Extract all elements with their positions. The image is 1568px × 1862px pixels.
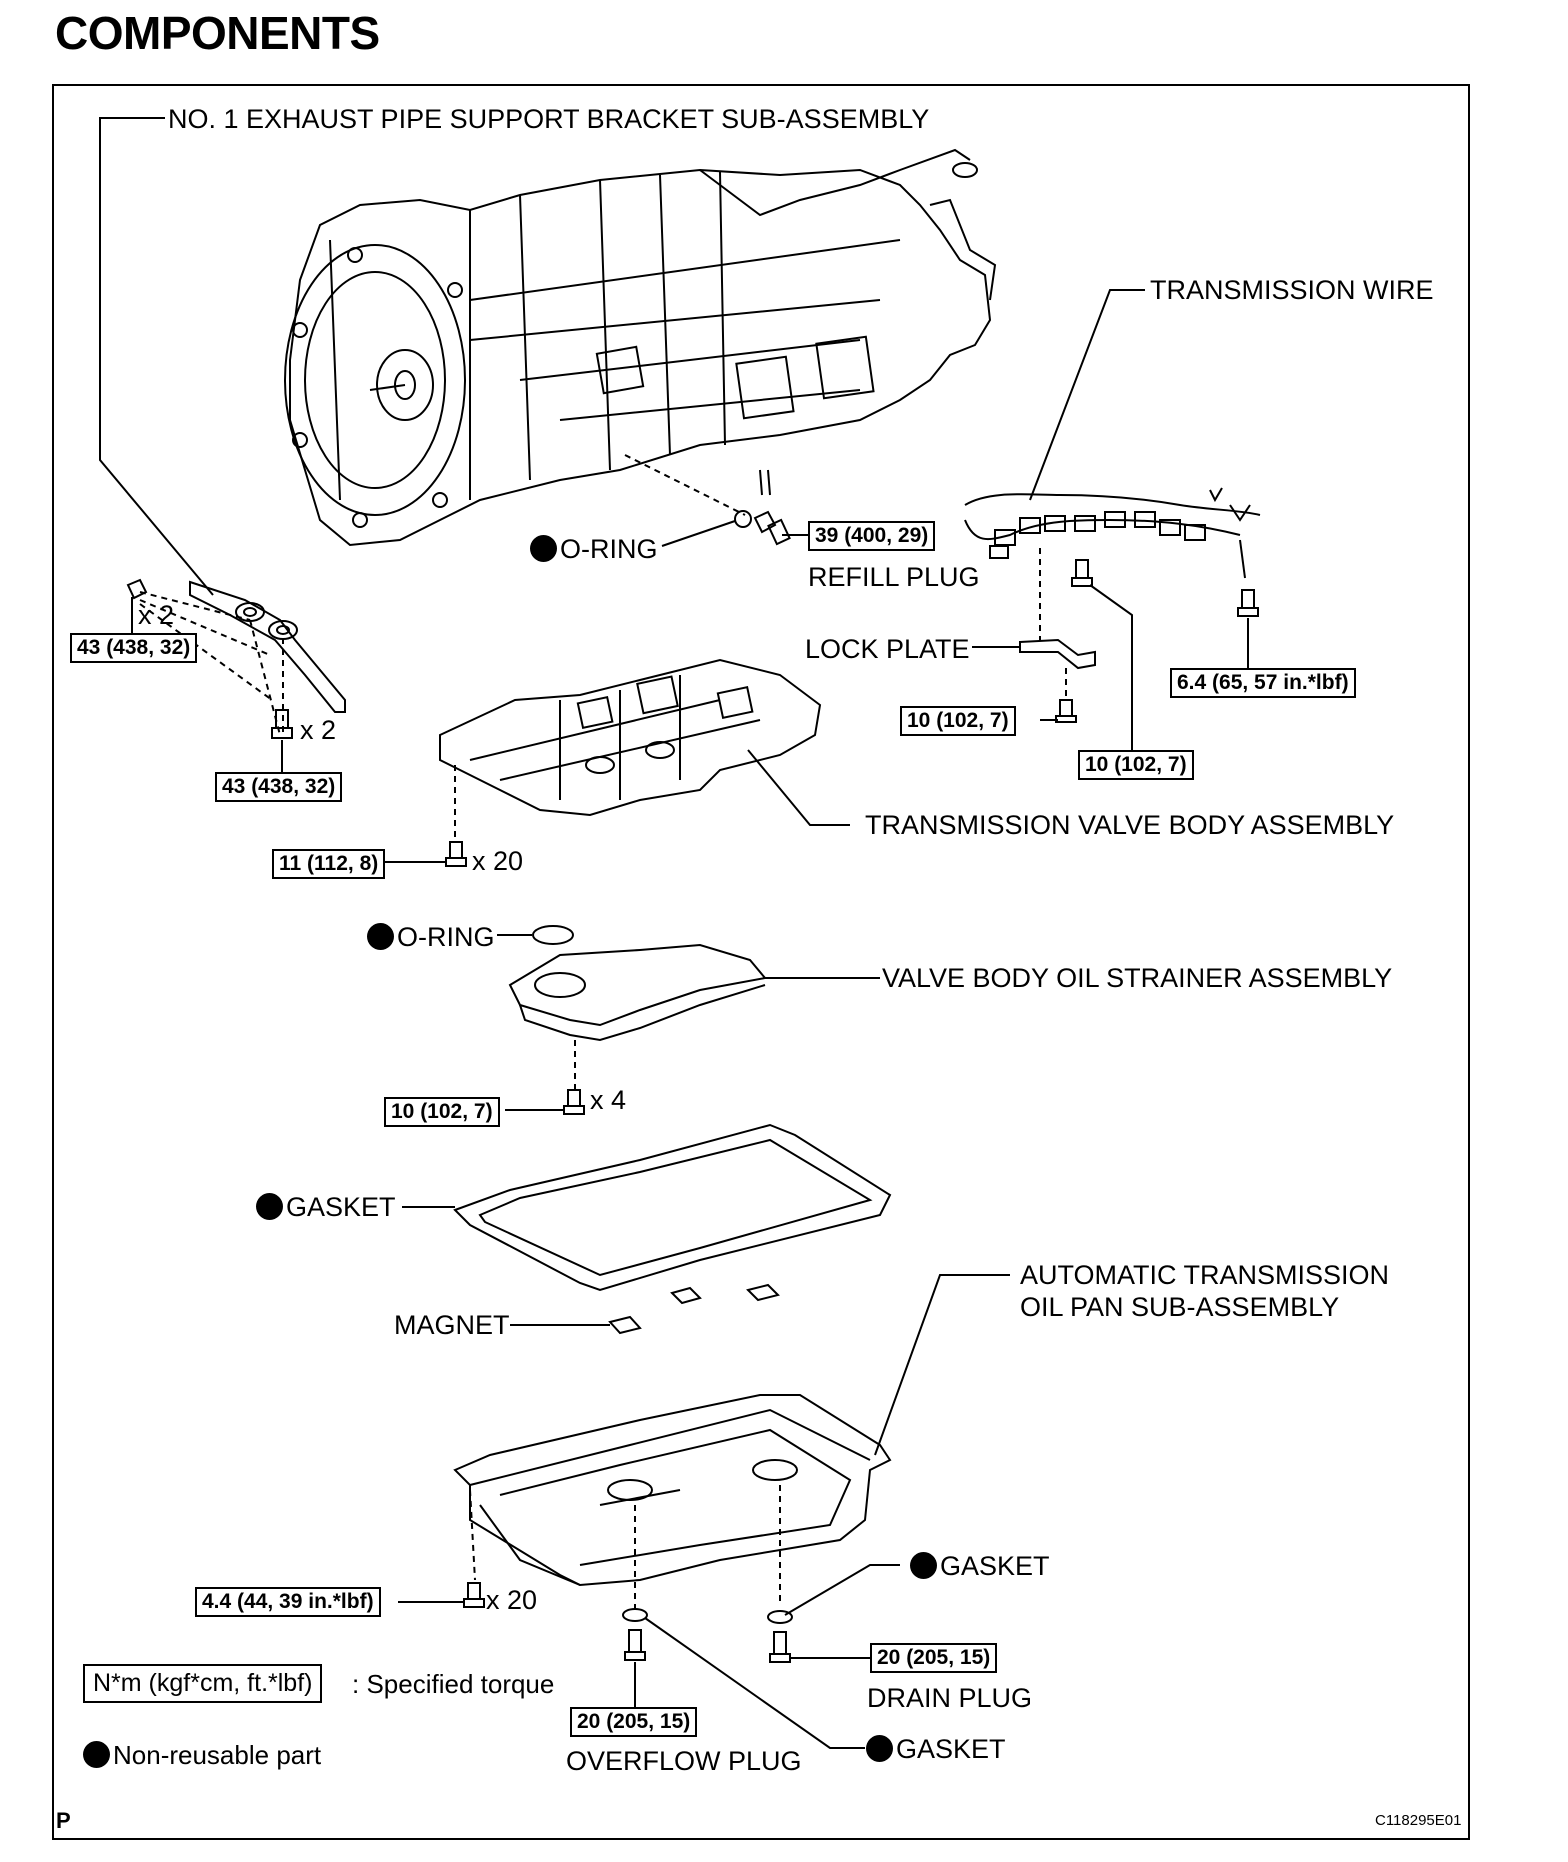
oil-pan-drawing (398, 1274, 1010, 1610)
non-reusable-dot-icon (866, 1735, 893, 1762)
corner-code: P (56, 1808, 71, 1833)
non-reusable-dot-icon (83, 1741, 110, 1768)
transmission-drawing (284, 148, 997, 547)
torque-lock-plate: 10 (102, 7) (900, 706, 1016, 737)
torque-refill-plug: 39 (400, 29) (808, 521, 936, 552)
page-title: COMPONENTS (55, 7, 380, 59)
strainer-drawing (497, 925, 880, 1115)
magnets-drawing (510, 1283, 780, 1335)
oil-pan-label-line2: OIL PAN SUB-ASSEMBLY (1020, 1292, 1340, 1322)
gasket-overflow-label: GASKET (866, 1735, 1006, 1763)
qty-bracket-nut: x 2 (138, 600, 175, 630)
torque-drain-plug: 20 (205, 15) (870, 1643, 998, 1674)
bracket-leader-line (99, 117, 214, 596)
figure-id: C118295E01 (1375, 1812, 1462, 1829)
qty-oil-pan: x 20 (486, 1585, 538, 1615)
exhaust-bracket-drawing (126, 578, 346, 775)
o-ring-strainer-label: O-RING (367, 923, 495, 951)
diagram-frame (52, 84, 1470, 1840)
torque-valve-body: 11 (112, 8) (272, 849, 386, 880)
torque-bracket-nut: 43 (438, 32) (70, 633, 198, 664)
torque-bracket-bolt: 43 (438, 32) (215, 772, 343, 803)
oil-pan-label-line1: AUTOMATIC TRANSMISSION (1020, 1260, 1390, 1290)
transmission-wire-drawing (964, 487, 1261, 640)
torque-oil-pan: 4.4 (44, 39 in.*lbf) (195, 1587, 381, 1618)
torque-strainer: 10 (102, 7) (384, 1097, 500, 1128)
exhaust-bracket-label: NO. 1 EXHAUST PIPE SUPPORT BRACKET SUB-A… (168, 104, 930, 134)
lock-plate-drawing (972, 638, 1096, 723)
plugs-drawing (622, 1564, 900, 1749)
pan-gasket-drawing (402, 1123, 892, 1292)
valve-body-label: TRANSMISSION VALVE BODY ASSEMBLY (865, 810, 1395, 840)
drain-plug-label: DRAIN PLUG (867, 1683, 1033, 1713)
legend-torque-text: : Specified torque (352, 1669, 555, 1699)
wire-bolts-drawing (1071, 559, 1259, 752)
refill-plug-drawing (624, 454, 808, 547)
torque-wire-bracket: 10 (102, 7) (1078, 750, 1194, 781)
wire-leader-line (1029, 289, 1145, 501)
gasket-pan-label: GASKET (256, 1193, 396, 1221)
qty-strainer: x 4 (590, 1085, 627, 1115)
non-reusable-dot-icon (367, 923, 394, 950)
transmission-wire-label: TRANSMISSION WIRE (1150, 275, 1434, 305)
valve-body-drawing (139, 599, 850, 867)
legend-torque-box: N*m (kgf*cm, ft.*lbf) (83, 1664, 323, 1703)
torque-wire-bolt: 6.4 (65, 57 in.*lbf) (1170, 668, 1356, 699)
refill-plug-label: REFILL PLUG (808, 562, 980, 592)
non-reusable-dot-icon (530, 535, 557, 562)
legend-nonreusable: Non-reusable part (83, 1741, 321, 1768)
torque-overflow-plug: 20 (205, 15) (570, 1707, 698, 1738)
qty-valve-body: x 20 (472, 846, 524, 876)
non-reusable-dot-icon (256, 1193, 283, 1220)
overflow-plug-label: OVERFLOW PLUG (566, 1746, 802, 1776)
qty-bracket-bolt: x 2 (300, 715, 337, 745)
non-reusable-dot-icon (910, 1552, 937, 1579)
lock-plate-label: LOCK PLATE (805, 634, 970, 664)
o-ring-top-label: O-RING (530, 535, 658, 563)
magnet-label: MAGNET (394, 1310, 510, 1340)
gasket-drain-label: GASKET (910, 1552, 1050, 1580)
strainer-label: VALVE BODY OIL STRAINER ASSEMBLY (882, 963, 1393, 993)
